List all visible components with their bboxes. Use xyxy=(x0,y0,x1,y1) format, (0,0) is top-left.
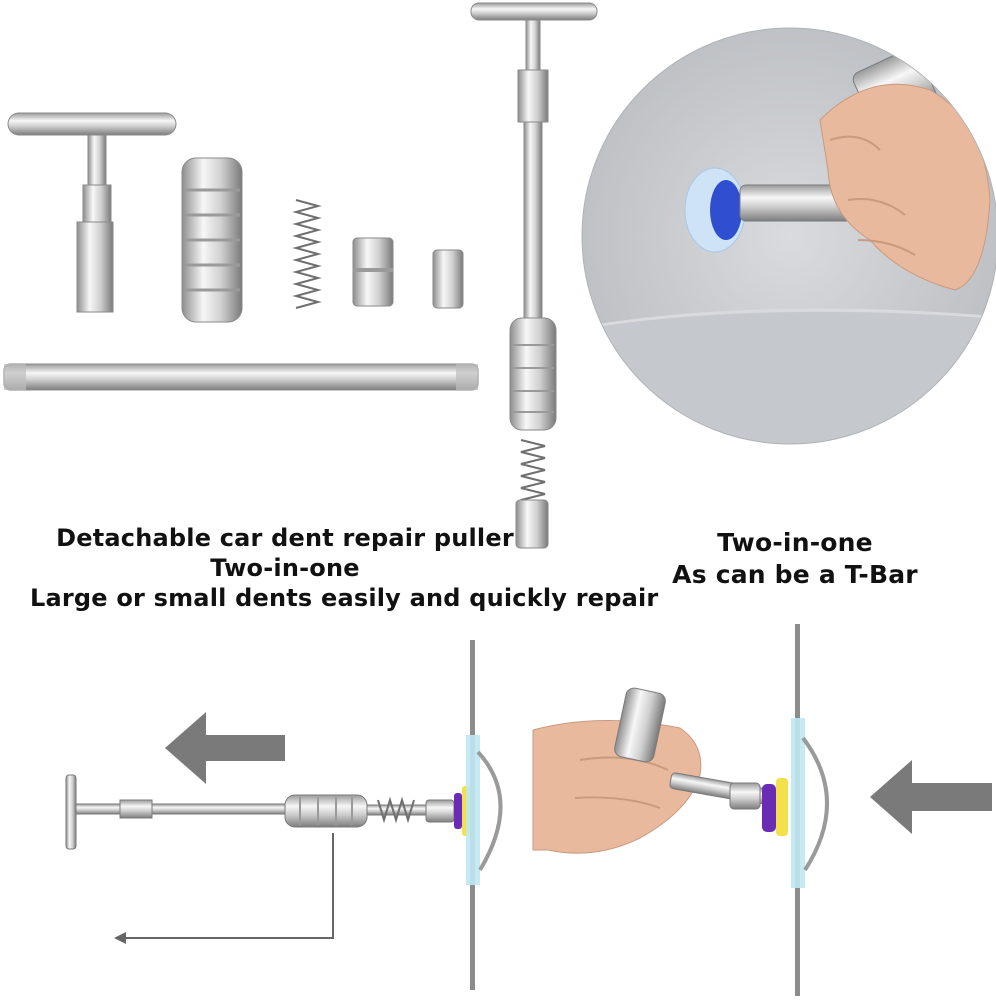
spring-part xyxy=(292,199,322,309)
push-panel-diagram xyxy=(791,624,992,996)
pull-direction-arrow xyxy=(165,712,285,784)
t-handle-part xyxy=(7,112,177,313)
caption-line-2: As can be a T-Bar xyxy=(672,560,918,589)
left-caption: Detachable car dent repair puller Two-in… xyxy=(30,523,659,613)
push-direction-arrow xyxy=(870,760,992,834)
caption-line-1: Detachable car dent repair puller xyxy=(56,524,514,552)
usage-photo-circle xyxy=(581,27,996,445)
caption-line-1: Two-in-one xyxy=(717,528,873,557)
slide-hammer-diagram xyxy=(65,640,503,990)
right-caption: Two-in-one As can be a T-Bar xyxy=(665,527,925,591)
caption-line-3: Large or small dents easily and quickly … xyxy=(30,584,659,612)
disassembled-parts xyxy=(3,112,479,391)
small-adapter-part xyxy=(432,249,464,309)
long-shaft-part xyxy=(3,363,479,391)
t-bar-hand-diagram xyxy=(532,687,788,854)
assembled-puller-vertical xyxy=(470,2,598,549)
caption-line-2: Two-in-one xyxy=(210,554,360,582)
slide-hammer-weight xyxy=(181,157,243,323)
large-adapter-part xyxy=(352,237,394,307)
